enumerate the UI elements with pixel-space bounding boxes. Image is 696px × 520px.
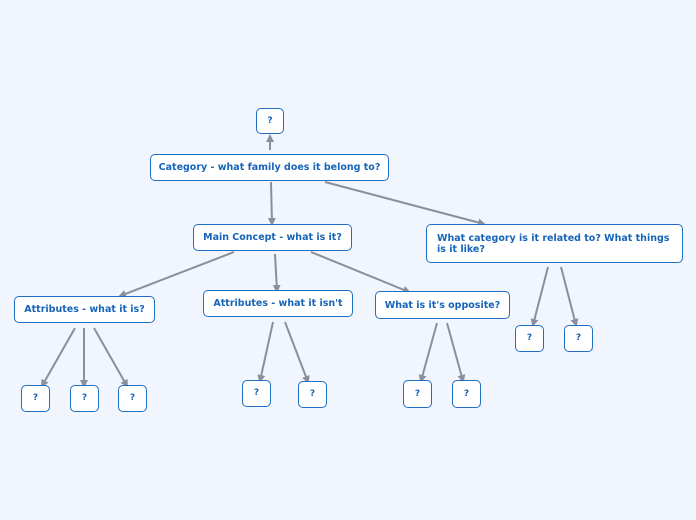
connector-is-to-q1 — [41, 327, 76, 388]
opposite-question-1-node[interactable]: ? — [403, 380, 432, 408]
attributes-is-node[interactable]: Attributes - what it is? — [14, 296, 155, 323]
is-question-3-node[interactable]: ? — [118, 385, 147, 412]
connector-category-to-main — [267, 181, 276, 226]
opposite-node[interactable]: What is it's opposite? — [375, 291, 510, 319]
category-node[interactable]: Category - what family does it belong to… — [150, 154, 389, 181]
connector-opp-to-q1 — [418, 322, 438, 383]
connector-category-to-related — [324, 181, 486, 227]
connector-main-to-opposite — [310, 251, 411, 294]
isnt-question-1-node[interactable]: ? — [242, 380, 271, 407]
isnt-question-2-node[interactable]: ? — [298, 381, 327, 408]
attributes-isnt-node[interactable]: Attributes - what it isn't — [203, 290, 353, 317]
connector-isnt-to-q1 — [257, 321, 274, 383]
connector-is-to-q3 — [93, 327, 128, 388]
top-question-node[interactable]: ? — [256, 108, 284, 134]
connector-opp-to-q2 — [446, 322, 466, 383]
is-question-1-node[interactable]: ? — [21, 385, 50, 412]
opposite-question-2-node[interactable]: ? — [452, 380, 481, 408]
connector-rel-to-q1 — [530, 266, 549, 327]
related-question-1-node[interactable]: ? — [515, 325, 544, 352]
connector-main-to-attributes-is — [118, 251, 235, 298]
is-question-2-node[interactable]: ? — [70, 385, 99, 412]
related-question-2-node[interactable]: ? — [564, 325, 593, 352]
related-category-node[interactable]: What category is it related to? What thi… — [426, 224, 683, 263]
connector-main-to-attributes-isnt — [272, 253, 281, 293]
main-concept-node[interactable]: Main Concept - what is it? — [193, 224, 352, 251]
connector-rel-to-q2 — [560, 266, 579, 327]
connector-isnt-to-q2 — [284, 321, 310, 384]
